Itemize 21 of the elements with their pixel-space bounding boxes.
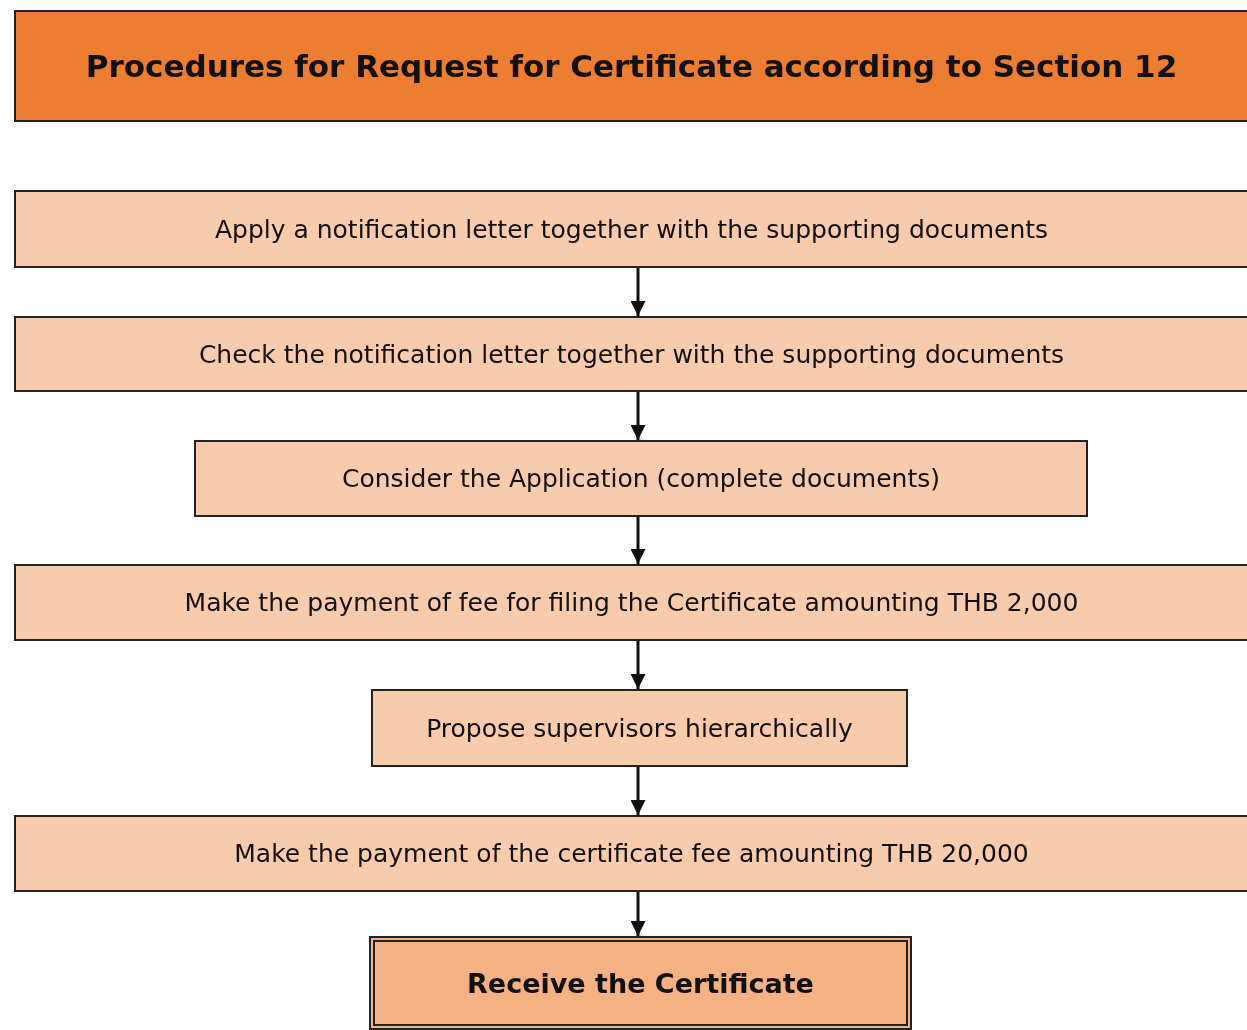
step-text: Make the payment of the certificate fee amounting THB 20,000 [234, 839, 1029, 868]
arrow [630, 517, 646, 564]
process-box [369, 936, 912, 1030]
title: Procedures for Request for Certificate according to Section 12 [85, 48, 1178, 84]
step-text: Consider the Application (complete documents) [341, 464, 940, 493]
arrow [630, 641, 646, 689]
process-box [14, 190, 1247, 268]
step-text: Check the notification letter together with the supporting documents [198, 339, 1065, 369]
process-box [14, 564, 1247, 641]
arrow [630, 767, 646, 815]
step-text: Receive the Certificate [467, 967, 814, 999]
arrow [630, 392, 646, 440]
process-box [14, 316, 1247, 392]
step-text: Apply a notification letter together with the supporting documents [214, 214, 1049, 244]
step-text: Propose supervisors hierarchically [426, 713, 853, 743]
arrow [630, 268, 646, 316]
process-box [194, 440, 1088, 517]
process-box [14, 815, 1247, 892]
step-text: Make the payment of fee for filing the Certificate amounting THB 2,000 [184, 588, 1079, 617]
process-box [371, 689, 908, 767]
arrow [630, 892, 646, 936]
